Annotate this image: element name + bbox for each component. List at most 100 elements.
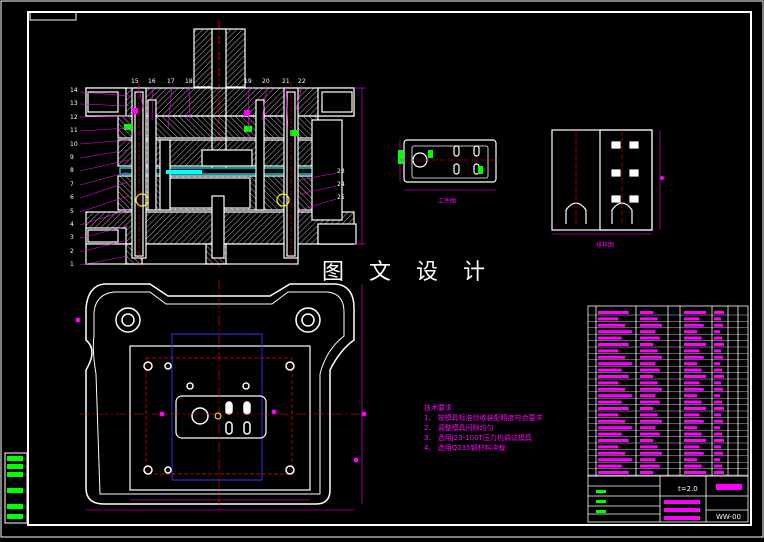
technical-requirements: 技术要求 1、 按模具标准验收装配精度符合要求 2、 调整模具间隙均匀 3、 选… (424, 403, 543, 453)
bom-cell-mark (714, 464, 722, 468)
bom-cell-mark (640, 355, 662, 359)
bom-cell-mark (640, 413, 658, 417)
part-number-callout: 9 (70, 154, 74, 161)
bom-cell-mark (684, 349, 700, 353)
bom-cell-mark (714, 323, 723, 327)
bom-cell-mark (714, 311, 724, 314)
tech-req-title: 技术要求 (424, 404, 452, 412)
bom-cell-mark (714, 400, 722, 404)
tech-req-item: 4、 选用Q235钢材料冲裁 (424, 444, 506, 452)
bom-cell-mark (598, 407, 629, 410)
part-number-callout: 10 (70, 140, 78, 148)
bom-cell-mark (714, 343, 724, 346)
part-number-callout: 11 (70, 127, 78, 135)
part-number-callout: 14 (70, 87, 78, 94)
bom-cell-mark (598, 368, 622, 372)
bom-cell-mark (598, 451, 626, 455)
bom-cell-mark (684, 355, 704, 359)
part-number-callout: 13 (70, 100, 78, 108)
layout-view-label: 排样图 (596, 242, 615, 249)
bom-cell-mark (684, 407, 706, 410)
part-number-callout: 15 (131, 78, 139, 85)
part-number-callout: 17 (167, 78, 175, 85)
bom-cell-mark (598, 400, 622, 404)
bom-cell-mark (640, 451, 662, 455)
bom-cell-mark (714, 407, 724, 410)
part-number-callout: 6 (70, 194, 74, 202)
part-number-callout: 25 (337, 194, 345, 201)
bom-cell-mark (684, 471, 706, 474)
bom-cell-mark (714, 349, 721, 353)
workpiece-view-label: 工件图 (438, 198, 457, 205)
part-number-callout: 12 (70, 113, 78, 121)
bom-cell-mark (598, 413, 619, 417)
bom-cell-mark (598, 458, 632, 462)
bom-cell-mark (598, 336, 622, 340)
bom-cell-mark (684, 458, 698, 462)
bom-cell-mark (714, 368, 722, 372)
bom-cell-mark (714, 381, 721, 385)
bom-cell-mark (640, 317, 658, 321)
bom-cell-mark (598, 330, 632, 334)
bom-cell-mark (598, 311, 629, 314)
bom-cell-mark (684, 439, 706, 442)
bom-cell-mark (684, 400, 702, 404)
part-leaders-left (79, 85, 337, 266)
bom-cell-mark (684, 330, 698, 334)
bom-cell-mark (598, 426, 632, 430)
bom-cell-mark (640, 323, 662, 327)
bom-cell-mark (684, 432, 702, 436)
bom-cell-mark (598, 349, 619, 353)
bom-cell-mark (714, 394, 720, 398)
bom-rows (588, 311, 748, 476)
bom-cell-mark (684, 464, 702, 468)
bom-cell-mark (598, 419, 626, 423)
bom-cell-mark (598, 343, 629, 346)
bom-cell-mark (714, 355, 723, 359)
bom-cell-mark (598, 394, 632, 398)
bom-cell-mark (714, 387, 723, 391)
bom-cell-mark (684, 426, 698, 430)
bom-cell-mark (640, 330, 656, 334)
bom-cell-mark (640, 471, 654, 474)
bom-cell-mark (714, 445, 721, 449)
bom-cell-mark (598, 355, 626, 359)
bom-cell-mark (640, 400, 660, 404)
bom-cell-mark (640, 445, 658, 449)
bom-cell-mark (714, 432, 722, 436)
bom-cell-mark (714, 439, 724, 442)
part-number-callout: 3 (70, 234, 74, 242)
workpiece-view (398, 139, 500, 191)
bom-cell-mark (684, 311, 706, 314)
bom-cell-mark (640, 336, 660, 340)
bom-cell-mark (598, 323, 626, 327)
bom-cell-mark (684, 413, 700, 417)
bom-cell-mark (714, 419, 723, 423)
bom-cell-mark (714, 413, 721, 417)
bom-cell-mark (640, 311, 654, 314)
part-number-callout: 2 (70, 247, 74, 255)
bom-cell-mark (714, 362, 720, 366)
bom-cell-mark (598, 381, 619, 385)
title-block (587, 475, 749, 523)
tech-req-item: 2、 调整模具间隙均匀 (424, 424, 494, 432)
die-plan-view (75, 280, 367, 511)
bom-cell-mark (598, 464, 622, 468)
part-number-callout: 5 (70, 207, 74, 215)
bom-cell-mark (684, 394, 698, 398)
bom-cell-mark (684, 387, 704, 391)
part-number-callout: 16 (148, 78, 156, 85)
bom-cell-mark (640, 343, 654, 346)
part-number-callout: 22 (298, 78, 306, 85)
watermark-text: 图 文 设 计 (322, 260, 494, 285)
strip-layout-view (551, 129, 664, 235)
bom-cell-mark (640, 394, 656, 398)
bom-cell-mark (640, 349, 658, 353)
bom-cell-mark (640, 419, 662, 423)
part-number-callout: 19 (244, 78, 252, 85)
part-number-callout: 20 (262, 78, 270, 85)
bom-cell-mark (598, 432, 622, 436)
